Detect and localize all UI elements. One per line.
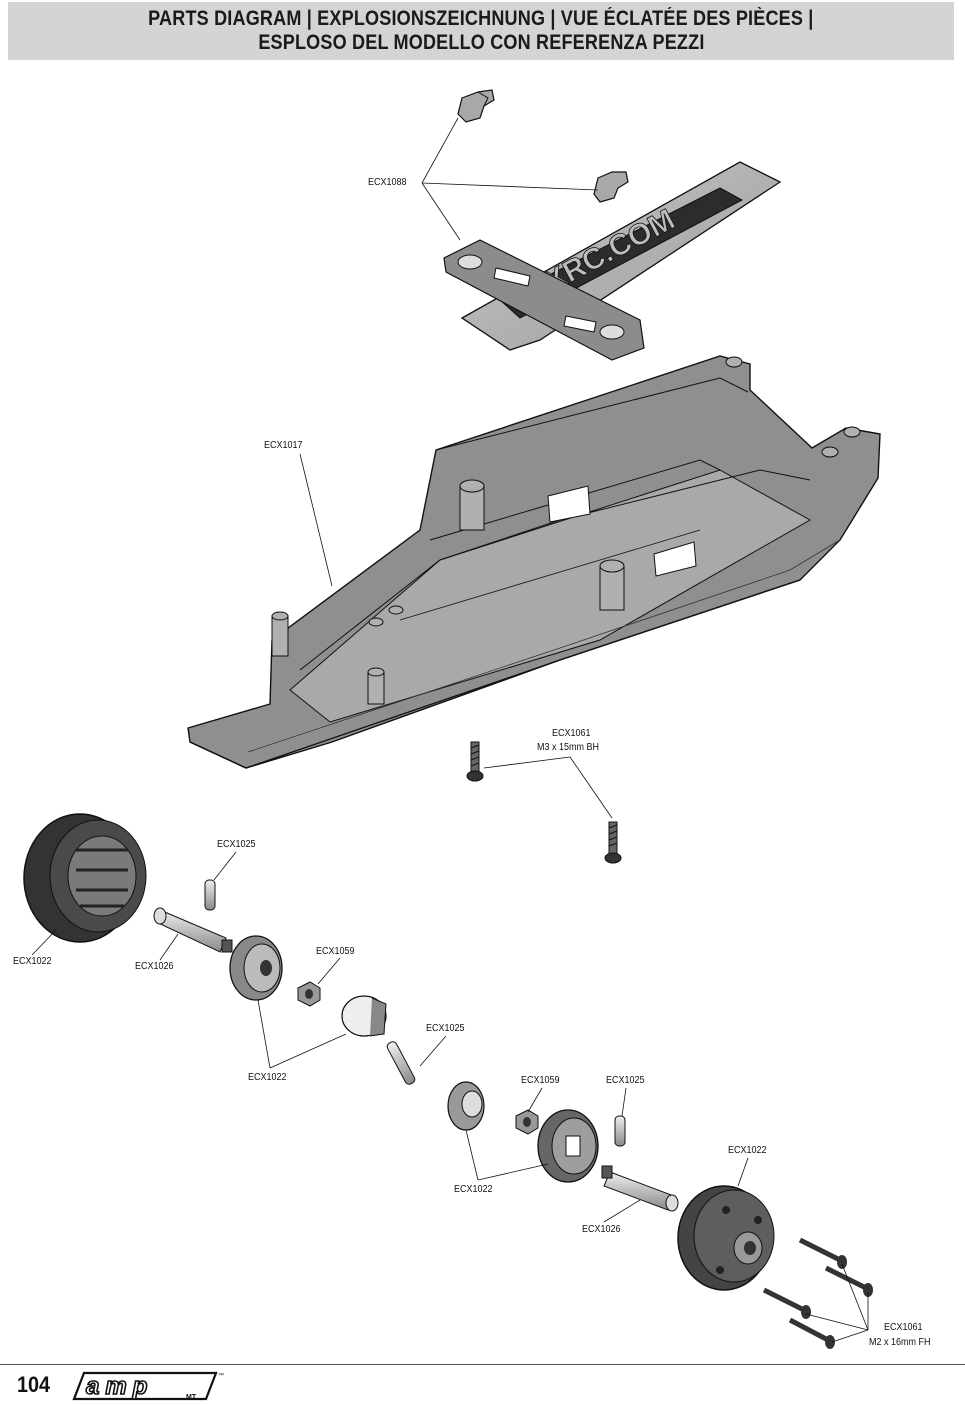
logo-sub: MT [186,1394,197,1401]
page-header: PARTS DIAGRAM | EXPLOSIONSZEICHNUNG | VU… [8,2,954,60]
label-ecx1061-top: ECX1061 [552,728,591,739]
spider-gear-b [447,1081,485,1131]
label-ecx1017: ECX1017 [264,440,303,451]
logo-text: amp [86,1373,153,1400]
nut-a [297,981,321,1007]
label-ecx1022-b: ECX1022 [248,1072,287,1083]
wing-nut-right [593,171,629,203]
bevel-gear-large-a [229,935,283,1001]
label-ecx1026-b: ECX1026 [582,1224,621,1235]
label-ecx1059-b: ECX1059 [521,1075,560,1086]
label-ecx1061-bottom: ECX1061 [884,1322,923,1333]
label-ecx1088: ECX1088 [368,177,407,188]
shaft-a [153,907,233,953]
label-ecx1025-b: ECX1025 [426,1023,465,1034]
pin-a [204,879,216,911]
label-ecx1061-top-spec: M3 x 15mm BH [537,742,600,753]
screw-m3-b [604,821,622,864]
screw-m2-d [788,1317,835,1349]
label-ecx1025-c: ECX1025 [606,1075,645,1086]
shaft-b [601,1165,679,1212]
label-ecx1059-a: ECX1059 [316,946,355,957]
page-number: 104 [17,1372,51,1397]
logo-tm: ™ [218,1372,224,1379]
screw-m3-a [466,741,484,782]
pin-b [386,1041,416,1085]
screw-m2-a [798,1237,847,1269]
label-ecx1026-a: ECX1026 [135,961,174,972]
label-ecx1022-a: ECX1022 [13,956,52,967]
chassis [187,355,881,769]
screw-m2-c [762,1287,811,1319]
diff-cap [677,1185,775,1291]
wing-nut-top [457,89,495,123]
header-title-line1: PARTS DIAGRAM | EXPLOSIONSZEICHNUNG | VU… [148,7,814,30]
label-ecx1061-bottom-spec: M2 x 16mm FH [869,1337,931,1348]
footer-divider [0,1364,965,1365]
screw-m2-b [824,1265,873,1297]
pin-c [614,1115,626,1147]
spider-gear-a [341,995,387,1037]
label-ecx1025-a: ECX1025 [217,839,256,850]
leader-lines [31,117,869,1343]
label-ecx1022-c: ECX1022 [454,1184,493,1195]
bevel-gear-large-b [537,1109,599,1183]
spur-gear-case [23,813,147,943]
amp-logo: amp MT ™ [72,1371,224,1401]
header-title-line2: ESPLOSO DEL MODELLO CON REFERENZA PEZZI [257,31,705,54]
nut-b [515,1109,539,1135]
label-ecx1022-d: ECX1022 [728,1145,767,1156]
